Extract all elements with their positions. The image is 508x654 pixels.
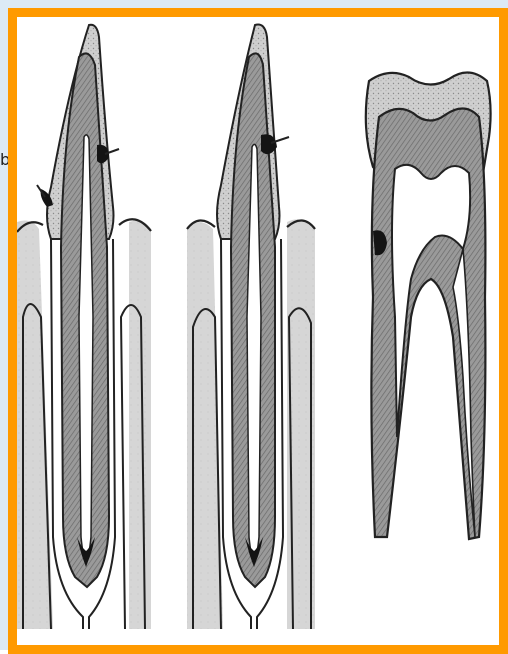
panel-incisor-cervical-caries [17,25,151,629]
panel-molar-cavity [366,72,491,539]
panel-incisor-crown-caries [187,25,315,630]
alveolar-bone-right [129,221,151,629]
image-frame [8,8,508,654]
dental-figure [17,17,499,645]
